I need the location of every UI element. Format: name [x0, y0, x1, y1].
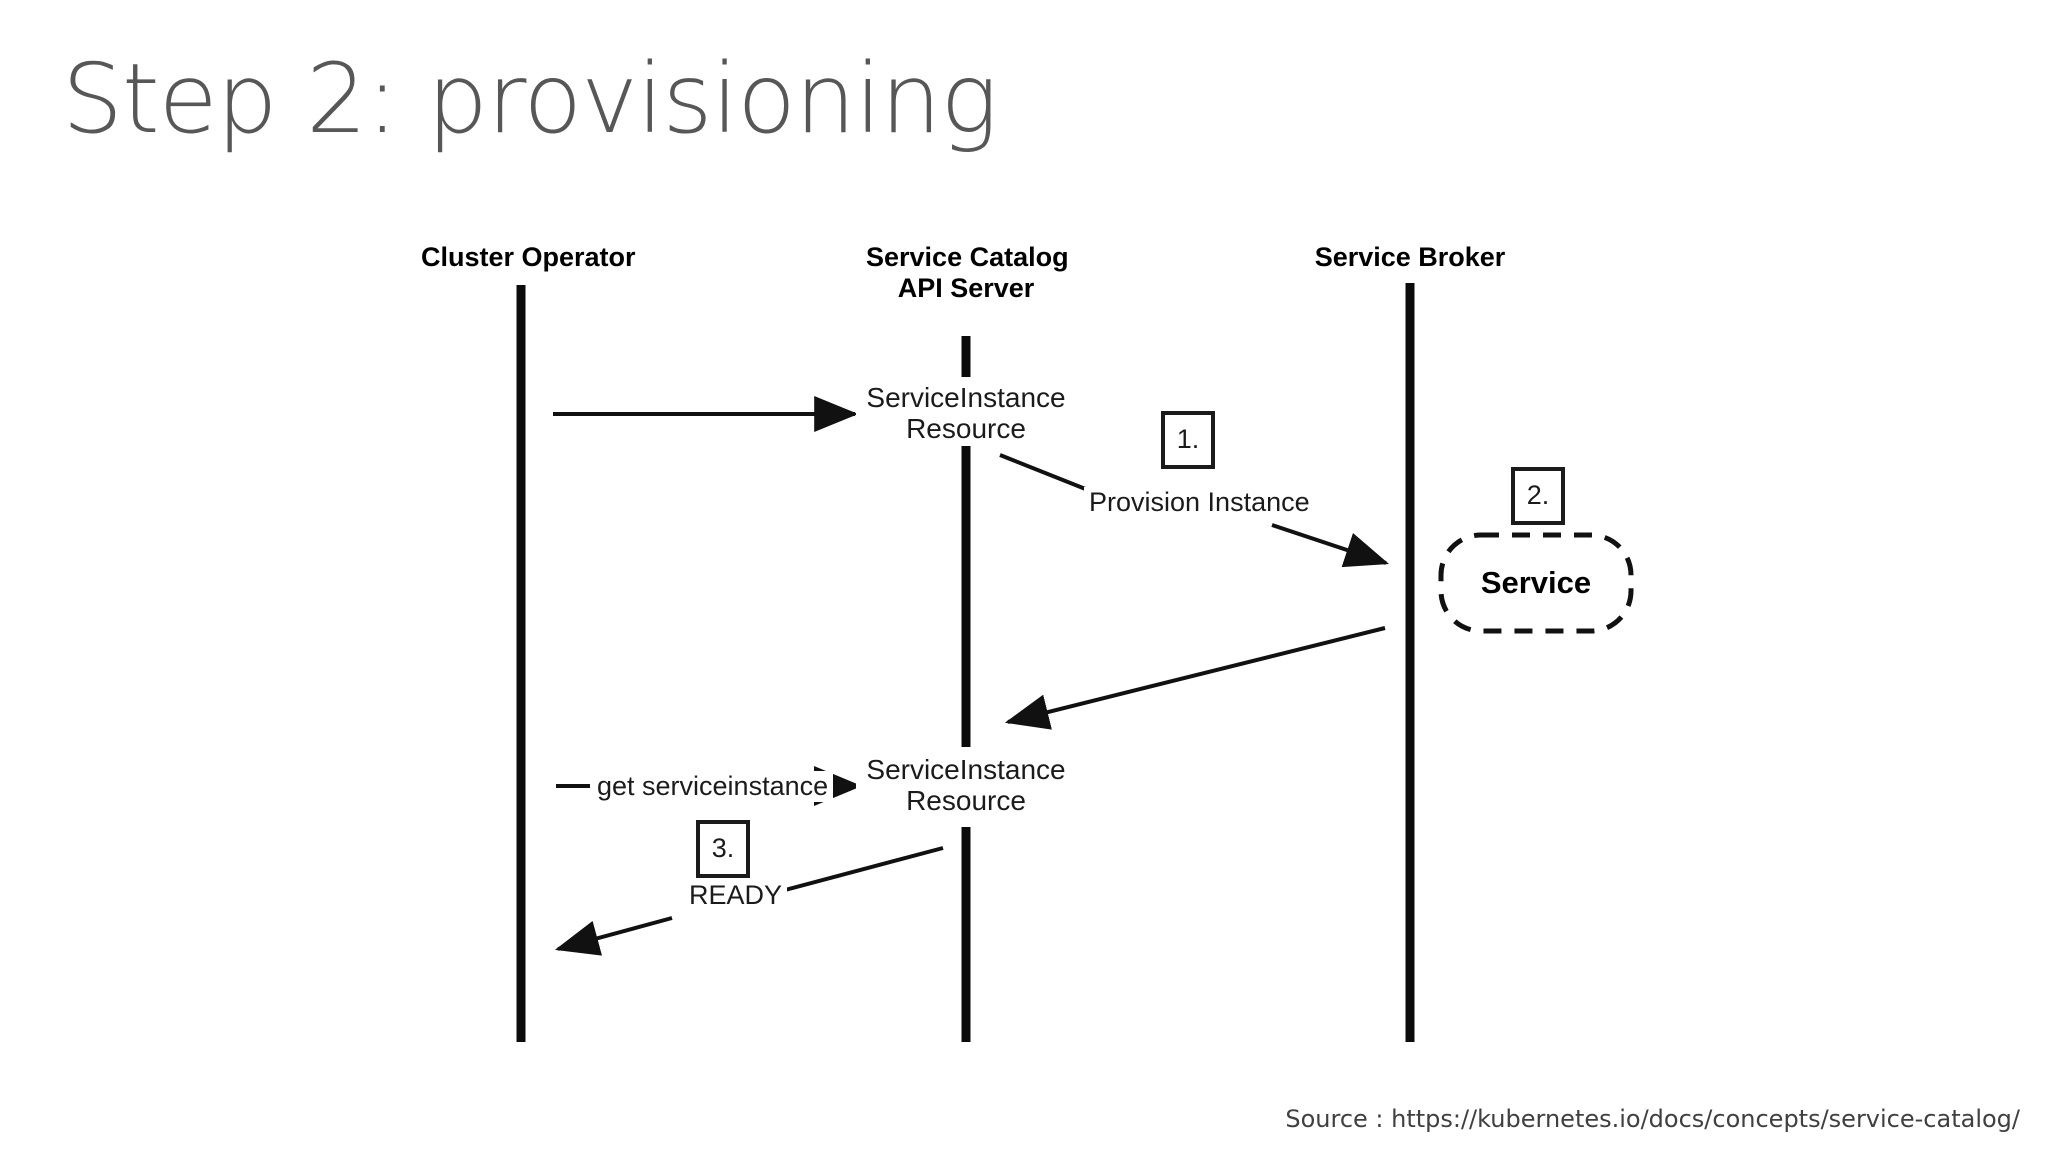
- step-badge-3: 3.: [711, 833, 735, 863]
- node-service-instance-resource-top-line2: Resource: [856, 413, 1076, 445]
- lane-header-service-catalog-line2: API Server: [897, 273, 1035, 303]
- edge-provision-instance: [1271, 523, 1390, 568]
- edge-label-provision-instance: Provision Instance: [1084, 487, 1315, 518]
- edge-ready-lower: [554, 916, 673, 956]
- edge-ready-upper: [784, 846, 944, 892]
- lane-header-service-broker: Service Broker: [1314, 242, 1506, 272]
- source-attribution: Source : https://kubernetes.io/docs/conc…: [1285, 1105, 2020, 1133]
- node-service-instance-resource-bottom-line2: Resource: [856, 785, 1076, 817]
- leader-line-provision-instance: [999, 453, 1094, 494]
- node-service-instance-resource-top-line1: ServiceInstance: [856, 382, 1076, 414]
- lane-header-cluster-operator: Cluster Operator: [421, 242, 636, 272]
- step-badge-1: 1.: [1176, 424, 1200, 454]
- edge-broker-response: [1004, 626, 1386, 730]
- service-node-shape: [1438, 532, 1634, 634]
- edge-label-get-serviceinstance: get serviceinstance: [592, 771, 834, 802]
- step-badge-box-3: [696, 820, 750, 878]
- step-badge-box-1: [1161, 411, 1215, 469]
- lane-header-service-catalog-line1: Service Catalog: [866, 242, 1069, 272]
- node-service-instance-resource-bottom-line1: ServiceInstance: [856, 754, 1076, 786]
- step-badge-2: 2.: [1526, 480, 1550, 510]
- page-title: Step 2: provisioning: [62, 43, 998, 155]
- edge-label-ready: READY: [684, 880, 788, 911]
- step-badge-box-2: [1511, 467, 1565, 525]
- service-node-label: Service: [1480, 565, 1592, 600]
